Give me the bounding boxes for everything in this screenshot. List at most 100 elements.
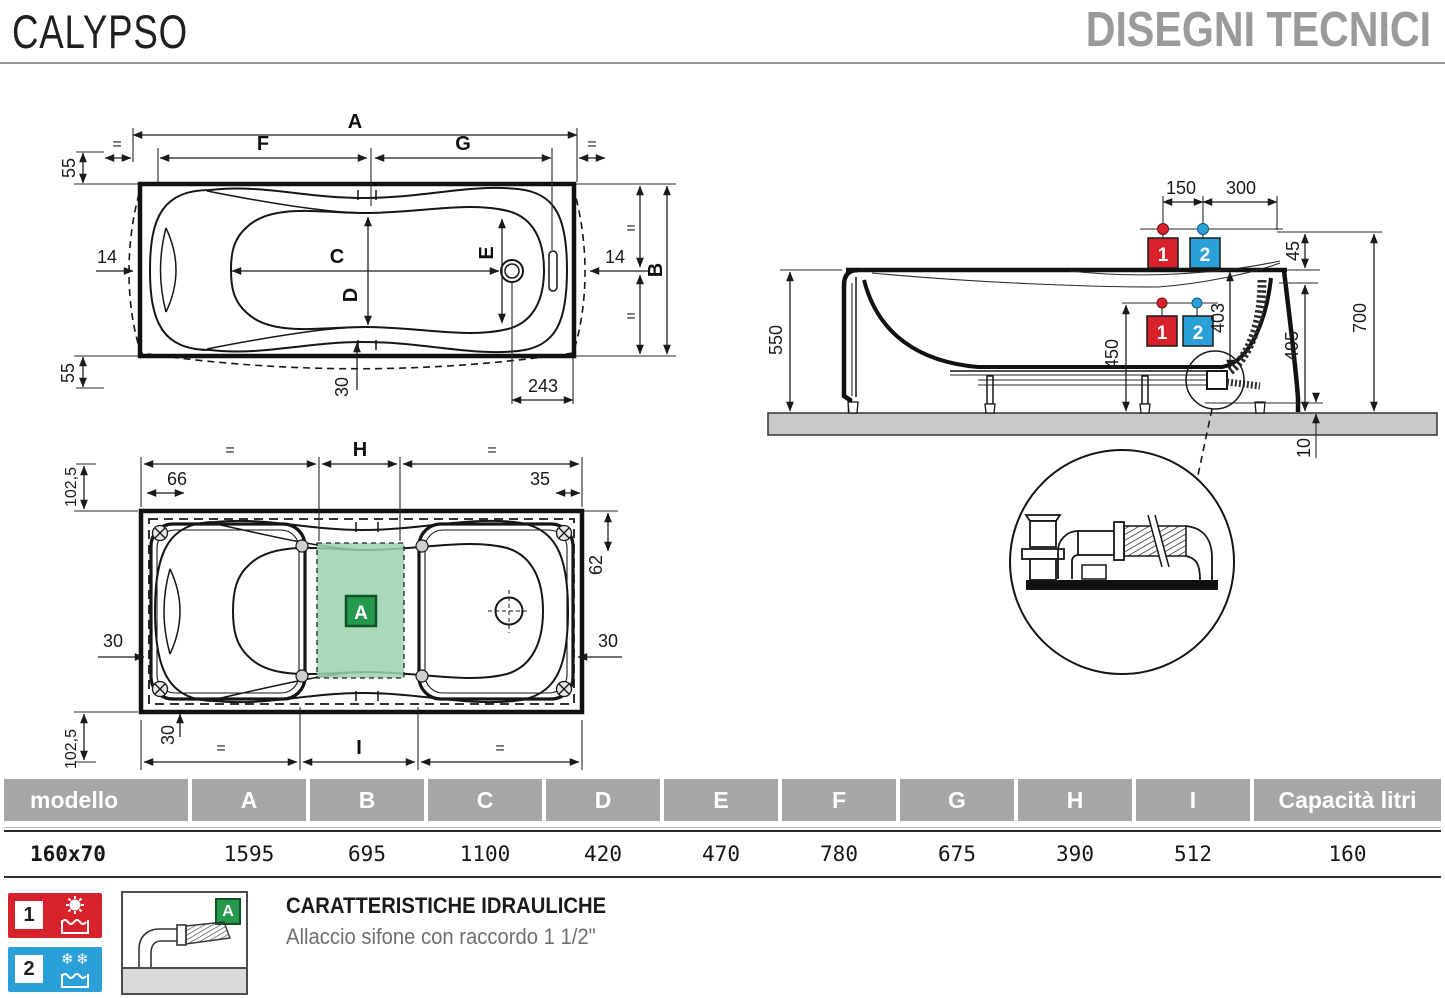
dim-d-label: D [340, 288, 362, 302]
table-header-e: E [664, 779, 778, 821]
side-view-tub-profile [841, 260, 1301, 414]
dim-eq-i-right: = [495, 740, 504, 757]
zone-a-badge: A [344, 594, 378, 628]
top-view-drawing: A = F G = 55 14 55 = = B 14 C D [58, 111, 676, 404]
dim-66-label: 66 [167, 469, 187, 489]
legend-zone-badge: A [215, 898, 241, 925]
support-frame-right [417, 522, 575, 701]
dim-i-label: I [356, 737, 362, 759]
table-header-b: B [310, 779, 424, 821]
dim-30-label: 30 [332, 377, 352, 397]
dim-55-bottom-label: 55 [58, 363, 78, 383]
header-divider [0, 62, 1445, 64]
dim-eq-right-upper-label: = [626, 220, 635, 237]
dim-300-label: 300 [1226, 178, 1256, 198]
dimensions-table: modello A B C D E F G H I Capacità litri… [4, 779, 1441, 878]
dim-e-label: E [476, 246, 498, 259]
cell-i: 512 [1174, 842, 1212, 866]
dim-b-label: B [645, 263, 667, 277]
cold-water-marker-inner-label: 2 [1193, 323, 1204, 344]
dim-403-label: 403 [1208, 303, 1228, 333]
snowflake-water-icon: ❄ ❄ [61, 951, 89, 988]
dim-30-bottom-label: 30 [158, 725, 178, 745]
legend-hot-water-badge: 1 [8, 893, 102, 938]
table-header-g: G [900, 779, 1014, 821]
tap-markers-lower: 1 2 [1122, 297, 1218, 347]
dim-1025-bottom-label: 102,5 [63, 729, 80, 769]
hot-water-point-icon [1157, 223, 1169, 235]
cell-capacita: 160 [1328, 842, 1367, 866]
dim-g-label: G [455, 133, 471, 155]
dim-35-label: 35 [530, 469, 550, 489]
hot-water-marker-inner [1146, 315, 1178, 347]
dim-eq-i-left: = [216, 740, 225, 757]
cell-h: 390 [1056, 842, 1094, 866]
table-header-c: C [428, 779, 542, 821]
hot-water-marker-label: 1 [1158, 245, 1169, 266]
dim-14-left-label: 14 [97, 247, 117, 267]
bottom-view-dimensions: = H = 102,5 66 35 62 30 30 30 102,5 = I [63, 439, 622, 770]
dim-h-label: H [353, 439, 367, 461]
overflow-hose [1227, 279, 1267, 375]
cell-g: 675 [938, 842, 976, 866]
dim-f-label: F [257, 133, 269, 155]
dim-550-label: 550 [766, 325, 786, 355]
cold-water-marker-inner [1182, 315, 1214, 347]
top-view-tub-outline [128, 181, 586, 370]
overflow-icon [548, 250, 558, 292]
table-header-f: F [782, 779, 896, 821]
dim-eq-left-label: = [112, 136, 121, 153]
dim-150-label: 150 [1166, 178, 1196, 198]
cell-d: 420 [584, 842, 622, 866]
side-view-drawing: 1 2 1 2 150 300 700 45 495 550 450 [766, 178, 1438, 675]
dim-30-right-label: 30 [598, 631, 618, 651]
dim-243-label: 243 [528, 376, 558, 396]
hot-water-marker-inner-label: 1 [1157, 323, 1168, 344]
zone-a-badge-label: A [354, 603, 368, 624]
dim-1025-top-label: 102,5 [63, 467, 80, 507]
bottom-view-tub: A [138, 508, 585, 715]
tap-markers-upper: 1 2 [1140, 223, 1283, 269]
siphon-icon [138, 921, 231, 967]
dim-eq-right-lower-label: = [626, 308, 635, 325]
detail-circle [1009, 449, 1235, 675]
page-title: CALYPSO [12, 5, 188, 58]
cell-f: 780 [820, 842, 858, 866]
svg-text:❄: ❄ [61, 951, 74, 968]
table-row: 160x70 1595 695 1100 420 470 780 675 390… [4, 830, 1441, 878]
support-frame-left [149, 522, 307, 701]
cold-water-point-icon [1197, 223, 1209, 235]
dim-a-label: A [348, 111, 362, 133]
dim-c-label: C [330, 246, 344, 268]
table-header-modello: modello [4, 779, 188, 821]
dim-495-label: 495 [1282, 331, 1302, 361]
dim-62-label: 62 [586, 555, 606, 575]
dim-eq-h-left: = [225, 442, 234, 459]
side-view-dimensions: 150 300 700 45 495 550 450 403 10 [766, 178, 1382, 458]
dim-450-label: 450 [1102, 339, 1122, 369]
dim-30-left-label: 30 [103, 631, 123, 651]
frame-feet [295, 539, 429, 683]
table-header-h: H [1018, 779, 1132, 821]
bottom-view-drawing: A = H = 102,5 66 35 62 30 30 30 102,5 [63, 439, 622, 770]
top-view-dimensions: A = F G = 55 14 55 = = B 14 C D [58, 111, 676, 404]
legend-hot-number: 1 [15, 901, 43, 929]
table-header-i: I [1136, 779, 1250, 821]
hydraulic-subtitle: Allaccio sifone con raccordo 1 1/2" [286, 924, 596, 949]
hot-water-marker [1147, 237, 1179, 269]
dim-45-label: 45 [1283, 241, 1303, 261]
dim-10-label: 10 [1294, 438, 1314, 458]
page-subtitle: DISEGNI TECNICI [1085, 3, 1431, 57]
dim-eq-h-right: = [487, 442, 496, 459]
legend-cold-water-badge: 2 ❄ ❄ [8, 947, 102, 992]
corner-screws [151, 524, 573, 698]
dim-14-right-label: 14 [605, 247, 625, 267]
dim-55-top-label: 55 [59, 158, 79, 178]
table-header-row: modello A B C D E F G H I Capacità litri [4, 779, 1441, 821]
legend-cold-number: 2 [15, 955, 43, 983]
dim-eq-right-label: = [587, 136, 596, 153]
siphon-detail-callout [1009, 350, 1245, 675]
hydraulic-title: CARATTERISTICHE IDRAULICHE [286, 893, 607, 918]
svg-text:❄: ❄ [76, 951, 89, 968]
siphon-fitting [1206, 370, 1228, 390]
